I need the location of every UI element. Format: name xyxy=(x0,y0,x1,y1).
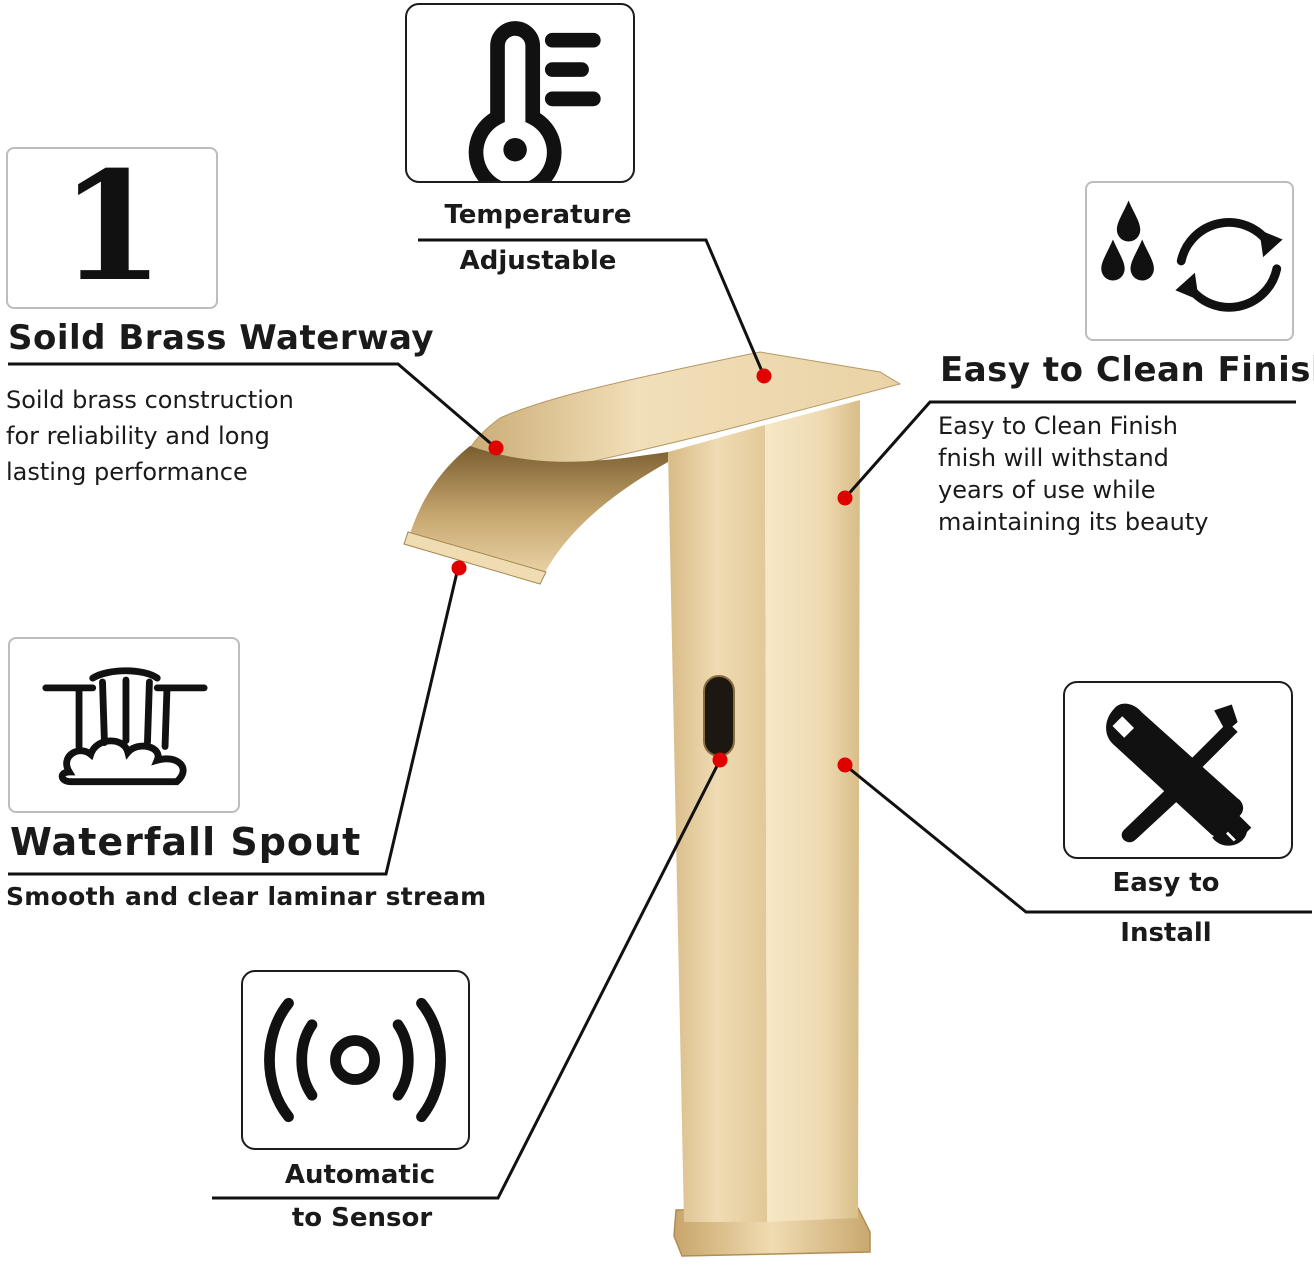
water-drops-cycle-icon xyxy=(1101,200,1283,312)
number-one-icon: 1 xyxy=(59,139,165,315)
clean-desc-line3: years of use while xyxy=(938,476,1156,504)
sensor-waves-icon xyxy=(264,997,446,1123)
faucet-spout-front xyxy=(408,446,668,582)
sensor-icon-box xyxy=(241,970,470,1150)
waterway-desc: Soild brass construction for reliability… xyxy=(6,382,336,490)
sensor-label-line1: Automatic xyxy=(284,1160,436,1190)
clean-desc-line1: Easy to Clean Finish xyxy=(938,412,1178,440)
waterfall-icon xyxy=(42,667,208,786)
clean-icon-box xyxy=(1085,181,1294,341)
faucet-spout-lip xyxy=(403,531,547,585)
install-label-line2: Install xyxy=(1120,918,1212,948)
install-icon-box xyxy=(1063,681,1293,859)
install-label-line1: Easy to xyxy=(1112,868,1220,898)
clean-desc-line2: fnish will withstand xyxy=(938,444,1169,472)
waterway-desc-line2: for reliability and long xyxy=(6,422,270,450)
faucet-body-right-face xyxy=(765,400,860,1222)
sensor-label-line2: to Sensor xyxy=(291,1203,433,1233)
temperature-icon-box xyxy=(405,3,635,183)
waterfall-desc: Smooth and clear laminar stream xyxy=(6,882,487,911)
clean-title: Easy to Clean Finish xyxy=(940,350,1314,390)
faucet-body-left-face xyxy=(668,425,767,1222)
temperature-label-line1: Temperature xyxy=(444,200,632,230)
waterway-desc-line1: Soild brass construction xyxy=(6,386,294,414)
clean-desc-line4: maintaining its beauty xyxy=(938,508,1209,536)
wrench-screwdriver-icon xyxy=(1106,703,1252,846)
waterway-desc-line3: lasting performance xyxy=(6,458,248,486)
clean-desc: Easy to Clean Finish fnish will withstan… xyxy=(938,410,1258,538)
waterway-icon-box: 1 xyxy=(6,147,218,309)
waterway-title: Soild Brass Waterway xyxy=(8,318,435,358)
temperature-label-line2: Adjustable xyxy=(459,246,617,276)
waterfall-title: Waterfall Spout xyxy=(10,820,362,864)
sensor-window xyxy=(703,675,735,757)
waterfall-icon-box xyxy=(8,637,240,813)
thermometer-icon xyxy=(468,21,601,181)
